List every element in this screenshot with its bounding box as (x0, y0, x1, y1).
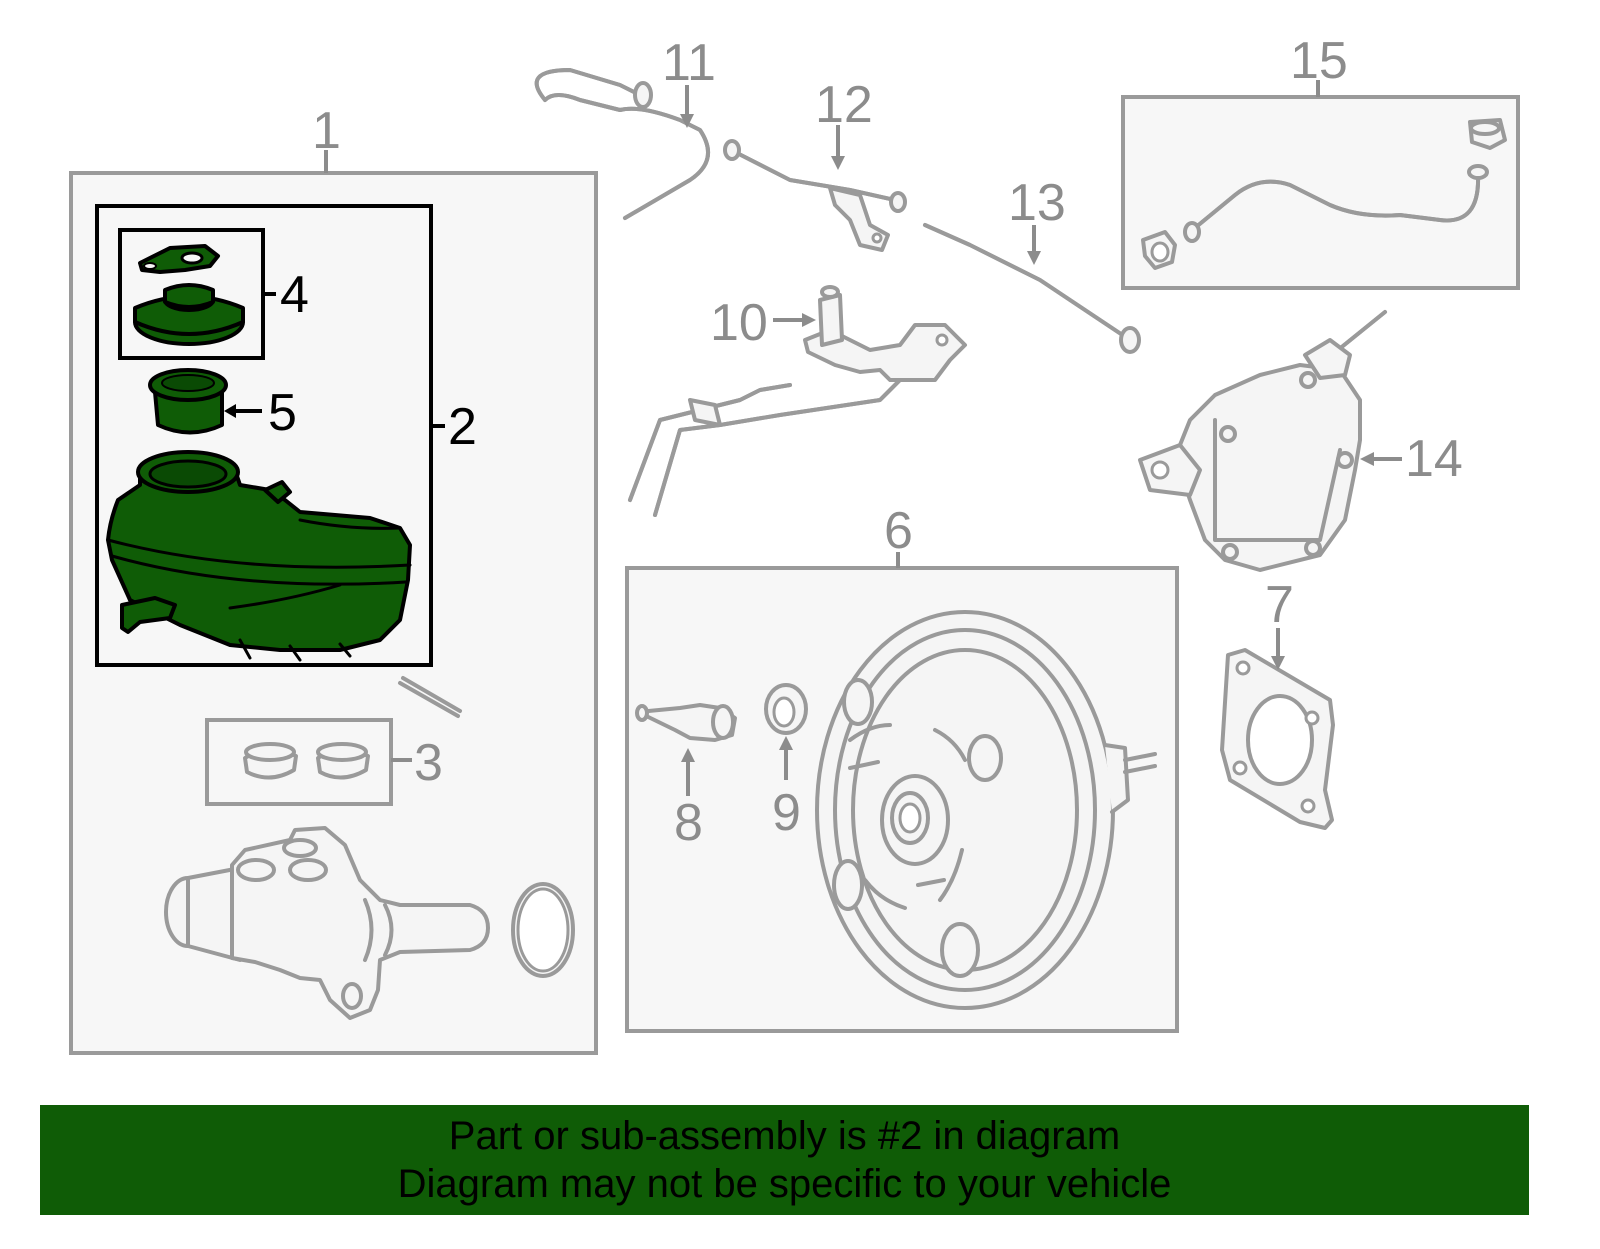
callout-10: 10 (710, 294, 768, 352)
grommet-part-9[interactable] (764, 683, 808, 735)
master-cylinder-part[interactable] (164, 826, 575, 1020)
brake-booster-part[interactable] (815, 610, 1157, 1010)
vacuum-hose-part-13[interactable] (923, 223, 1141, 354)
callout-9: 9 (772, 784, 801, 842)
vacuum-tube-part-10[interactable] (628, 285, 967, 517)
brake-fluid-reservoir-part[interactable] (106, 450, 412, 662)
callout-5: 5 (268, 384, 297, 442)
vacuum-hose-part-15[interactable] (1141, 118, 1507, 270)
callout-3: 3 (414, 734, 443, 792)
callout-2: 2 (448, 398, 477, 456)
callout-11: 11 (662, 34, 716, 92)
banner-line-1: Part or sub-assembly is #2 in diagram (448, 1114, 1121, 1158)
check-valve-part-8[interactable] (635, 703, 737, 742)
banner-line-2: Diagram may not be specific to your vehi… (397, 1162, 1172, 1206)
callout-8: 8 (674, 794, 703, 852)
grommet-part[interactable] (243, 742, 370, 780)
vacuum-pump-part-14[interactable] (1138, 310, 1387, 572)
vacuum-tube-part-12[interactable] (723, 139, 907, 252)
callout-14: 14 (1405, 430, 1463, 488)
assembly-box-2 (95, 204, 433, 667)
reservoir-strainer-part[interactable] (148, 368, 262, 435)
callout-13: 13 (1008, 174, 1066, 232)
callout-7: 7 (1265, 576, 1294, 634)
callout-12: 12 (815, 76, 873, 134)
callout-15: 15 (1290, 32, 1348, 90)
callout-4: 4 (280, 266, 309, 324)
callout-6: 6 (884, 502, 913, 560)
assembly-box-15 (1121, 95, 1520, 290)
info-banner: Part or sub-assembly is #2 in diagram Di… (40, 1105, 1529, 1215)
reservoir-cap-part[interactable] (133, 244, 245, 346)
gasket-part-7[interactable] (1220, 648, 1335, 830)
callout-1: 1 (312, 102, 341, 160)
vacuum-hose-part-11[interactable] (534, 68, 710, 220)
